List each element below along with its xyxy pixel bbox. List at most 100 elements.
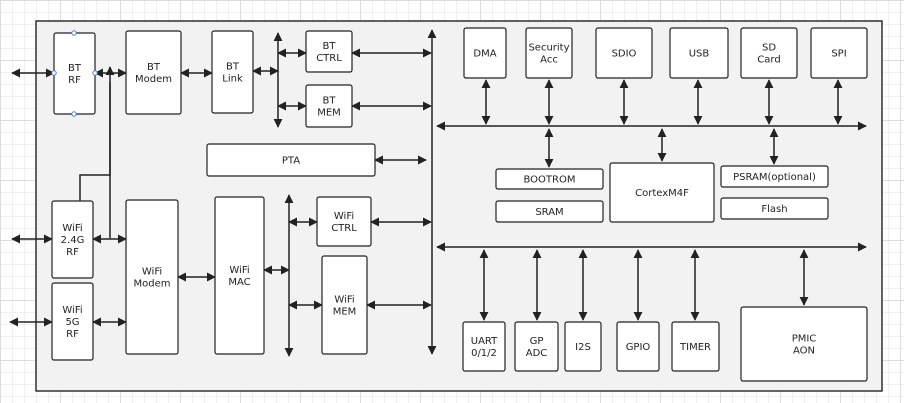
i2s-box bbox=[564, 321, 602, 372]
wifi-modem-box bbox=[125, 199, 179, 355]
wifi-mac-label: WiFi bbox=[229, 265, 249, 276]
usb-label: USB bbox=[689, 49, 710, 60]
bt-modem-label: Modem bbox=[135, 74, 172, 85]
wifi-mac-box bbox=[214, 196, 265, 355]
wifi-mem-label: WiFi bbox=[334, 295, 354, 306]
gpio-box bbox=[616, 321, 660, 372]
sram-block: SRAM bbox=[495, 200, 604, 223]
bt-mem-label: BT bbox=[323, 96, 337, 107]
gp-adc-label: GP bbox=[530, 336, 544, 347]
bt-ctrl-label: BT bbox=[323, 41, 337, 52]
wifi-modem-label: Modem bbox=[134, 279, 171, 290]
bt-mem-box bbox=[305, 84, 353, 128]
uart-label: UART bbox=[471, 336, 498, 347]
sdio-label: SDIO bbox=[612, 49, 637, 60]
bt-rf-label: RF bbox=[68, 75, 81, 86]
i2s-label: I2S bbox=[575, 342, 591, 353]
pmic-aon-box bbox=[740, 306, 868, 382]
spi-label: SPI bbox=[831, 49, 846, 60]
bt-modem-label: BT bbox=[147, 62, 161, 73]
dma-box bbox=[463, 27, 507, 79]
i2s-block: I2S bbox=[564, 321, 602, 372]
bt-rf-label: BT bbox=[68, 63, 82, 74]
pmic-aon-label: AON bbox=[793, 346, 815, 357]
bt-mem-label: MEM bbox=[317, 108, 341, 119]
spi-block: SPI bbox=[810, 27, 868, 79]
bt-rf-port-dots bbox=[51, 30, 98, 117]
sram-box bbox=[495, 200, 604, 223]
usb-block: USB bbox=[669, 27, 729, 79]
bt-link-label: Link bbox=[222, 74, 243, 85]
dma-block: DMA bbox=[463, 27, 507, 79]
timer-box bbox=[671, 321, 720, 372]
wifi-24g-rf-label: RF bbox=[66, 247, 79, 258]
wifi-mem-label: MEM bbox=[333, 307, 357, 318]
blocks: BTRFBTModemBTLinkBTCTRLBTMEMPTAWiFi2.4GR… bbox=[51, 27, 868, 382]
bootrom-label: BOOTROM bbox=[524, 175, 576, 186]
wifi-ctrl-box bbox=[316, 196, 372, 247]
sdio-box bbox=[595, 27, 653, 79]
bt-ctrl-box bbox=[305, 30, 353, 73]
uart-box bbox=[462, 321, 506, 372]
flash-label: Flash bbox=[761, 204, 787, 215]
gpio-label: GPIO bbox=[626, 342, 651, 353]
bootrom-box bbox=[495, 168, 604, 190]
psram-block: PSRAM(optional) bbox=[720, 165, 829, 188]
bt-link-box bbox=[211, 30, 254, 114]
wifi-modem-label: WiFi bbox=[142, 267, 162, 278]
wifi-mem-box bbox=[321, 255, 368, 355]
wifi-24g-rf-box bbox=[51, 200, 94, 279]
flash-box bbox=[720, 197, 829, 220]
bt-rf-port-dot bbox=[92, 70, 98, 76]
timer-label: TIMER bbox=[679, 342, 711, 353]
pmic-aon-label: PMIC bbox=[792, 334, 817, 345]
bt-rf-port-dot bbox=[51, 70, 57, 76]
cortex-m4f-block: CortexM4F bbox=[609, 162, 715, 223]
timer-block: TIMER bbox=[671, 321, 720, 372]
bt-modem-box bbox=[125, 30, 182, 115]
pta-box bbox=[206, 143, 376, 177]
sd-card-label: SD bbox=[762, 43, 776, 54]
sram-label: SRAM bbox=[535, 207, 563, 218]
gp-adc-box bbox=[514, 321, 559, 372]
sdio-block: SDIO bbox=[595, 27, 653, 79]
security-acc-label: Security bbox=[528, 43, 569, 54]
bt-rf-port-dot bbox=[71, 30, 77, 36]
wifi-24g-rf-label: 2.4G bbox=[61, 235, 85, 246]
wifi-mac-label: MAC bbox=[228, 277, 250, 288]
bt-ctrl-label: CTRL bbox=[316, 53, 342, 64]
bt-rf-port-dot bbox=[71, 111, 77, 117]
pta-block: PTA bbox=[206, 143, 376, 177]
sd-card-box bbox=[740, 27, 798, 79]
connectors bbox=[9, 29, 867, 357]
cortex-m4f-label: CortexM4F bbox=[635, 188, 689, 199]
gpio-block: GPIO bbox=[616, 321, 660, 372]
spi-box bbox=[810, 27, 868, 79]
wifi-ctrl-label: WiFi bbox=[334, 211, 354, 222]
security-acc-box bbox=[525, 27, 573, 79]
gp-adc-label: ADC bbox=[526, 348, 548, 359]
bt-link-label: BT bbox=[226, 62, 240, 73]
dma-label: DMA bbox=[473, 49, 496, 60]
sd-card-label: Card bbox=[757, 55, 780, 66]
pta-label: PTA bbox=[282, 156, 300, 167]
wifi-5g-rf-label: RF bbox=[66, 329, 79, 340]
wifi-ctrl-label: CTRL bbox=[331, 223, 357, 234]
psram-box bbox=[720, 165, 829, 188]
cortex-m4f-box bbox=[609, 162, 715, 223]
wifi-5g-rf-label: WiFi bbox=[62, 305, 82, 316]
